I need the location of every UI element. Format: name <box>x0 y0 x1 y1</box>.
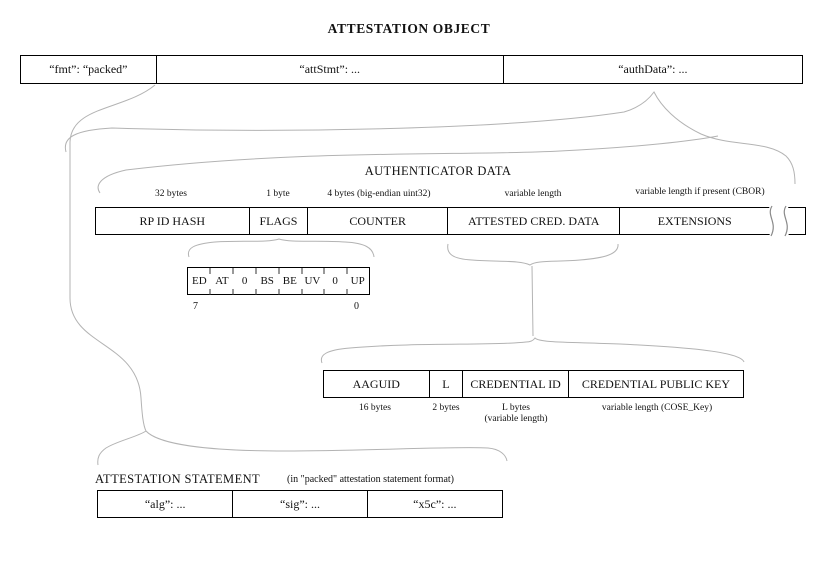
bit-uv: UV <box>304 275 321 287</box>
bit-at: AT <box>215 275 229 287</box>
l-box: L <box>428 371 463 397</box>
size-label-aaguid: 16 bytes <box>359 403 391 413</box>
flags-box: FLAGS <box>248 208 308 234</box>
bit-be: BE <box>282 275 297 287</box>
size-label-attested-cred-data: variable length <box>504 189 562 199</box>
attestation-statement-row: “alg”: ... “sig”: ... “x5c”: ... <box>97 490 503 518</box>
size-label-rp-id-hash: 32 bytes <box>155 189 187 199</box>
bit-up: UP <box>350 275 365 287</box>
flags-bit-box: ED AT 0 BS BE UV 0 UP <box>187 267 370 295</box>
credential-id-box: CREDENTIAL ID <box>462 371 568 397</box>
x5c-cell: “x5c”: ... <box>366 491 502 517</box>
bit-bs: BS <box>260 275 274 287</box>
credential-public-key-box: CREDENTIAL PUBLIC KEY <box>567 371 743 397</box>
aaguid-box: AAGUID <box>352 376 400 391</box>
authdata-cell: “authData”: ... <box>502 56 802 83</box>
bit-ed: ED <box>191 275 207 287</box>
rp-id-hash-box: RP ID HASH <box>139 213 206 228</box>
size-label-l: 2 bytes <box>432 403 460 413</box>
extensions-box: EXTENSIONS <box>619 208 805 234</box>
attestation-statement-subtitle: (in "packed" attestation statement forma… <box>287 474 454 485</box>
bit-rfu0: 0 <box>332 275 338 287</box>
sig-cell: “sig”: ... <box>232 491 366 517</box>
size-label-credential-id-1: L bytes <box>502 403 530 413</box>
alg-cell: “alg”: ... <box>144 496 186 511</box>
bit-index-lsb: 0 <box>354 301 359 312</box>
size-label-credential-public-key: variable length (COSE_Key) <box>601 403 713 413</box>
bit-index-msb: 7 <box>193 301 198 312</box>
size-label-counter: 4 bytes (big-endian uint32) <box>327 189 431 199</box>
counter-box: COUNTER <box>307 208 447 234</box>
attstmt-cell: “attStmt”: ... <box>155 56 503 83</box>
attested-credential-data-row: AAGUID L CREDENTIAL ID CREDENTIAL PUBLIC… <box>323 370 744 398</box>
attestation-object-row: “fmt”: “packed” “attStmt”: ... “authData… <box>20 55 803 84</box>
attested-cred-data-box: ATTESTED CRED. DATA <box>446 208 619 234</box>
authenticator-data-row: RP ID HASH FLAGS COUNTER ATTESTED CRED. … <box>95 207 806 235</box>
page-title: ATTESTATION OBJECT <box>327 21 491 36</box>
size-label-flags: 1 byte <box>266 189 290 199</box>
attestation-statement-title: ATTESTATION STATEMENT <box>95 472 261 486</box>
size-label-credential-id-2: (variable length) <box>484 414 548 424</box>
fmt-cell: “fmt”: “packed” <box>49 62 128 76</box>
bit-rfu1: 0 <box>241 275 248 287</box>
